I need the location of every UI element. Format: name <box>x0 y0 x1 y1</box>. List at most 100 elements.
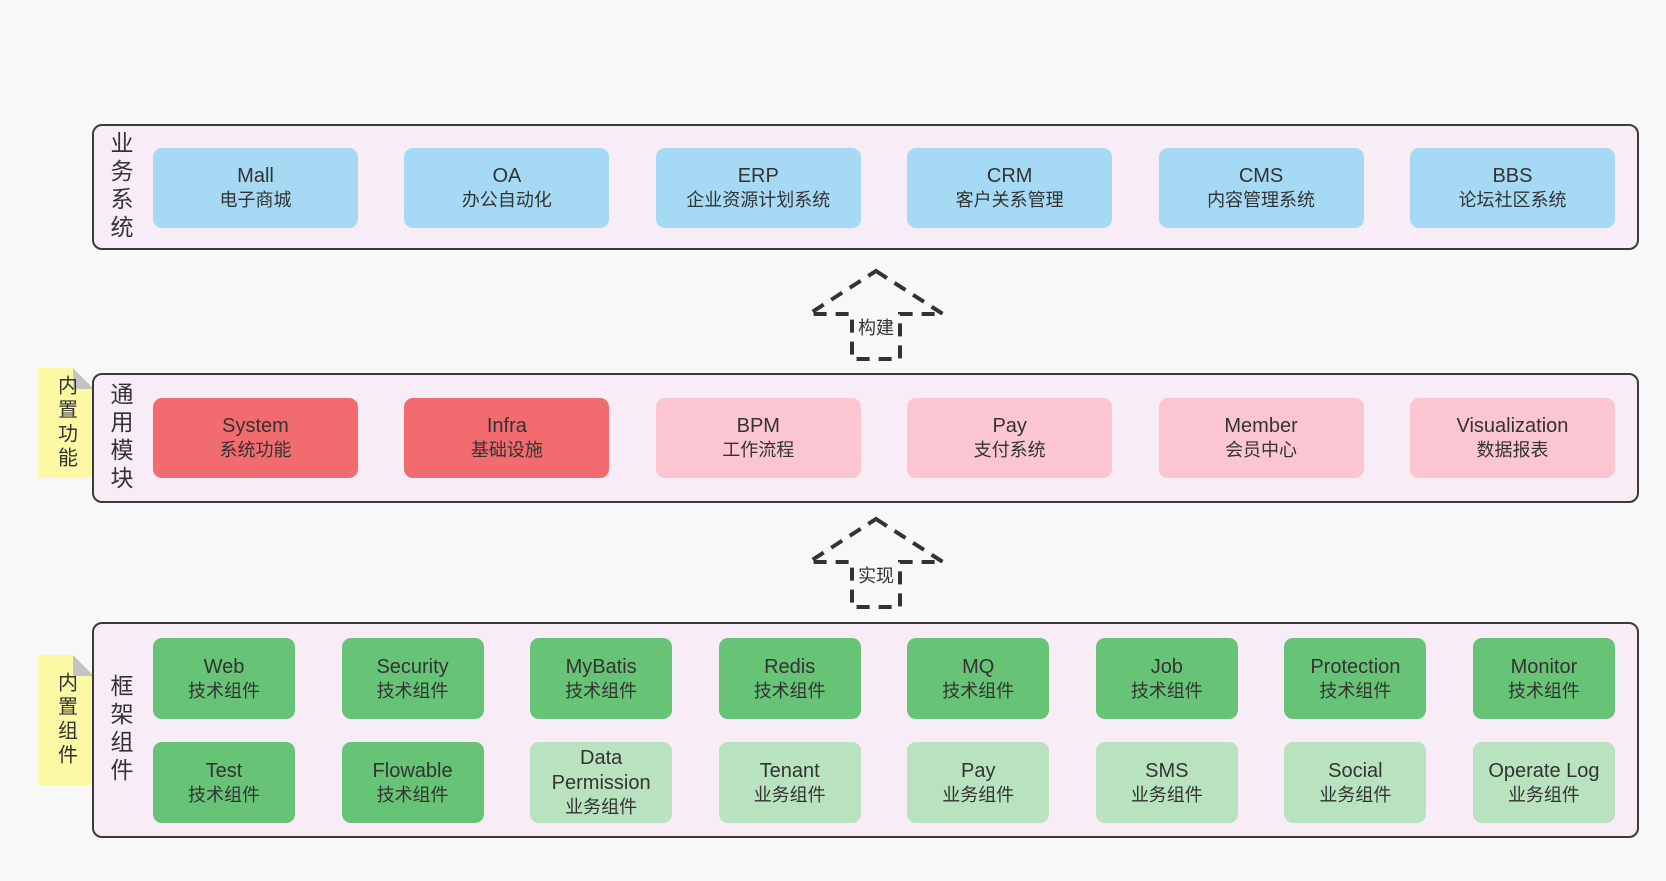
box-subtitle: 技术组件 <box>376 784 449 805</box>
box-subtitle: 客户关系管理 <box>955 190 1064 211</box>
box-subtitle: 内容管理系统 <box>1207 190 1316 211</box>
box-subtitle: 技术组件 <box>753 680 826 701</box>
diagram-box: Pay 业务组件 <box>907 742 1050 823</box>
box-title: Visualization <box>1456 415 1569 438</box>
box-subtitle: 基础设施 <box>470 440 543 461</box>
diagram-box: MQ 技术组件 <box>907 638 1050 719</box>
box-title: OA <box>492 165 522 188</box>
sticky-note-builtin-components: 内置组件 <box>38 655 94 785</box>
box-title: Operate Log <box>1488 759 1600 782</box>
box-subtitle: 技术组件 <box>1507 680 1580 701</box>
diagram-box: Data Permission 业务组件 <box>530 742 673 823</box>
box-subtitle: 系统功能 <box>219 440 292 461</box>
sticky-note-builtin-features: 内置功能 <box>38 368 94 478</box>
box-subtitle: 技术组件 <box>376 680 449 701</box>
diagram-box: Member 会员中心 <box>1158 398 1364 478</box>
diagram-box: Flowable 技术组件 <box>341 742 484 823</box>
diagram-box: BBS 论坛社区系统 <box>1409 148 1615 228</box>
box-row: Web 技术组件 Security 技术组件 MyBatis 技术组件 Redi… <box>153 638 1615 719</box>
box-title: ERP <box>737 165 779 188</box>
box-subtitle: 业务组件 <box>942 784 1015 805</box>
box-title: CMS <box>1238 165 1284 188</box>
box-row: Mall 电子商城 OA 办公自动化 ERP 企业资源计划系统 CRM 客户关系… <box>153 148 1615 228</box>
diagram-box: Web 技术组件 <box>153 638 295 719</box>
diagram-box: Infra 基础设施 <box>404 398 610 478</box>
box-subtitle: 数据报表 <box>1476 440 1549 461</box>
implement-arrow: 实现 <box>806 516 946 610</box>
box-title: Mall <box>237 165 274 188</box>
box-title: Infra <box>486 415 527 438</box>
diagram-box: SMS 业务组件 <box>1095 742 1238 823</box>
box-title: BBS <box>1492 165 1533 188</box>
box-title: Flowable <box>372 759 453 782</box>
box-subtitle: 业务组件 <box>1319 784 1392 805</box>
box-title: MyBatis <box>565 655 637 678</box>
box-title: Job <box>1150 655 1183 678</box>
arrow-label: 构建 <box>858 318 894 338</box>
up-arrow-dashed-icon <box>806 516 946 609</box>
box-subtitle: 技术组件 <box>942 680 1015 701</box>
box-title: Social <box>1328 759 1383 782</box>
sticky-note-label: 内置组件 <box>54 672 77 768</box>
diagram-box: Pay 支付系统 <box>907 398 1113 478</box>
box-subtitle: 工作流程 <box>722 440 795 461</box>
box-title: Protection <box>1310 655 1401 678</box>
box-title: MQ <box>962 655 995 678</box>
band-framework-components: 框架组件 Web 技术组件 Security 技术组件 MyBatis 技术组件… <box>92 622 1639 838</box>
diagram-box: Job 技术组件 <box>1095 638 1238 719</box>
band-label: 框架组件 <box>107 674 133 786</box>
diagram-box: Protection 技术组件 <box>1284 638 1427 719</box>
diagram-box: System 系统功能 <box>153 398 358 478</box>
box-subtitle: 业务组件 <box>565 797 638 818</box>
diagram-box: Security 技术组件 <box>341 638 484 719</box>
arrow-label: 实现 <box>858 566 894 586</box>
box-subtitle: 企业资源计划系统 <box>686 190 831 211</box>
box-title: Test <box>205 759 243 782</box>
diagram-box: Mall 电子商城 <box>153 148 358 228</box>
box-subtitle: 论坛社区系统 <box>1458 190 1567 211</box>
up-arrow-dashed-icon <box>806 268 946 361</box>
box-row: System 系统功能 Infra 基础设施 BPM 工作流程 Pay 支付系统… <box>153 398 1615 478</box>
box-title: Pay <box>992 415 1027 438</box>
box-title: SMS <box>1145 759 1189 782</box>
diagram-box: Test 技术组件 <box>153 742 295 823</box>
box-subtitle: 技术组件 <box>1130 680 1203 701</box>
diagram-box: BPM 工作流程 <box>655 398 861 478</box>
diagram-box: Social 业务组件 <box>1284 742 1427 823</box>
diagram-box: Visualization 数据报表 <box>1409 398 1615 478</box>
diagram-box: MyBatis 技术组件 <box>530 638 673 719</box>
box-subtitle: 技术组件 <box>188 784 260 805</box>
band-common-modules: 通用模块 System 系统功能 Infra 基础设施 BPM 工作流程 Pay… <box>92 373 1639 503</box>
box-subtitle: 业务组件 <box>753 784 826 805</box>
box-subtitle: 办公自动化 <box>461 190 552 211</box>
box-title: Web <box>203 655 245 678</box>
box-title: Redis <box>764 655 816 678</box>
box-subtitle: 技术组件 <box>1319 680 1392 701</box>
box-subtitle: 业务组件 <box>1507 784 1580 805</box>
diagram-box: OA 办公自动化 <box>404 148 610 228</box>
diagram-box: Tenant 业务组件 <box>718 742 861 823</box>
box-title: CRM <box>986 165 1033 188</box>
diagram-box: Redis 技术组件 <box>718 638 861 719</box>
sticky-note-label: 内置功能 <box>54 375 77 471</box>
band-label: 通用模块 <box>107 382 133 494</box>
box-title: Monitor <box>1510 655 1578 678</box>
box-title: Data Permission <box>551 747 651 795</box>
box-title: System <box>222 415 289 438</box>
diagram-box: Operate Log 业务组件 <box>1472 742 1615 823</box>
box-subtitle: 电子商城 <box>219 190 292 211</box>
diagram-box: Monitor 技术组件 <box>1472 638 1615 719</box>
box-subtitle: 业务组件 <box>1130 784 1203 805</box>
band-business-systems: 业务系统 Mall 电子商城 OA 办公自动化 ERP 企业资源计划系统 CRM… <box>92 124 1639 250</box>
box-subtitle: 支付系统 <box>973 440 1046 461</box>
box-title: Member <box>1224 415 1298 438</box>
diagram-box: ERP 企业资源计划系统 <box>655 148 861 228</box>
diagram-box: CRM 客户关系管理 <box>907 148 1113 228</box>
box-title: Pay <box>961 759 996 782</box>
box-row: Test 技术组件 Flowable 技术组件 Data Permission … <box>153 742 1615 823</box>
box-title: Tenant <box>759 759 820 782</box>
build-arrow: 构建 <box>806 268 946 362</box>
band-label: 业务系统 <box>107 131 133 243</box>
box-title: Security <box>376 655 449 678</box>
